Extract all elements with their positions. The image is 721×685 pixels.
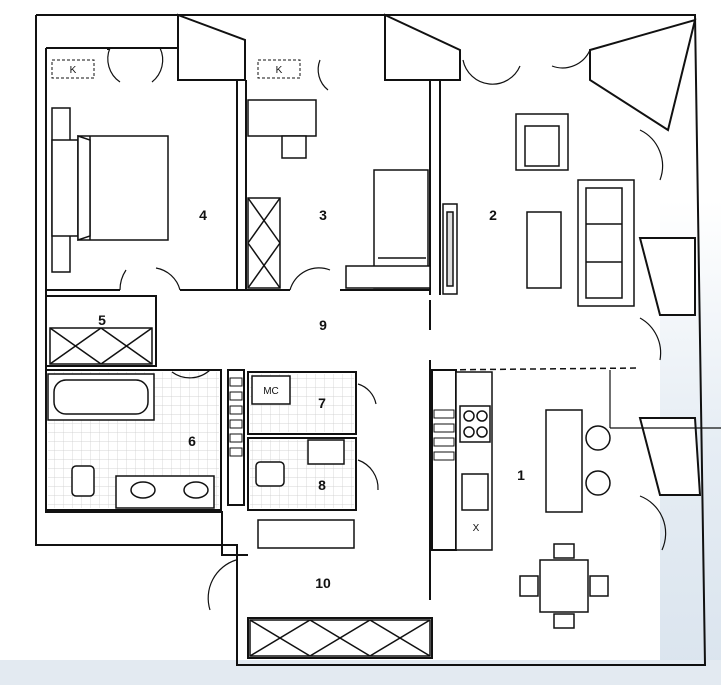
room-label-1: 1 [517, 467, 525, 483]
room-label-9: 9 [319, 317, 327, 333]
cooker-hood-label: X [473, 523, 480, 534]
wardrobe-3 [247, 197, 281, 289]
utility-box: MC [251, 375, 291, 405]
room-label-10: 10 [315, 575, 331, 591]
ac-label-4: K [70, 65, 77, 76]
room-label-4: 4 [199, 207, 207, 223]
ac-unit-4: K [51, 59, 95, 79]
bed-3 [345, 169, 431, 289]
zone-divider [429, 367, 641, 371]
vanity-6 [71, 465, 215, 509]
utility-label: MC [263, 386, 279, 397]
bath-8-fixtures [255, 439, 345, 487]
shelving-column [229, 377, 243, 457]
bed-4 [51, 107, 169, 273]
window-bays [177, 13, 702, 496]
outdoor-view-bottom [0, 660, 721, 685]
ac-unit-3: K [257, 59, 301, 79]
wardrobe-5 [49, 327, 153, 365]
outer-walls [35, 14, 707, 666]
kitchen-shelves [433, 409, 455, 461]
room-label-7: 7 [318, 395, 326, 411]
kitchen-counter [455, 371, 493, 551]
room-label-8: 8 [318, 477, 326, 493]
doors [107, 47, 667, 611]
ac-label-3: K [276, 65, 283, 76]
dining-table [519, 543, 609, 629]
room-label-6: 6 [188, 433, 196, 449]
corridor-bench [257, 519, 355, 549]
room-label-2: 2 [489, 207, 497, 223]
room-label-5: 5 [98, 312, 106, 328]
living-furniture [442, 113, 635, 307]
kitchen-island [545, 409, 611, 513]
interior-walls [45, 47, 457, 659]
desk-3 [247, 99, 317, 159]
room-label-3: 3 [319, 207, 327, 223]
bathtub [47, 373, 155, 421]
balcony-storage [249, 619, 431, 657]
